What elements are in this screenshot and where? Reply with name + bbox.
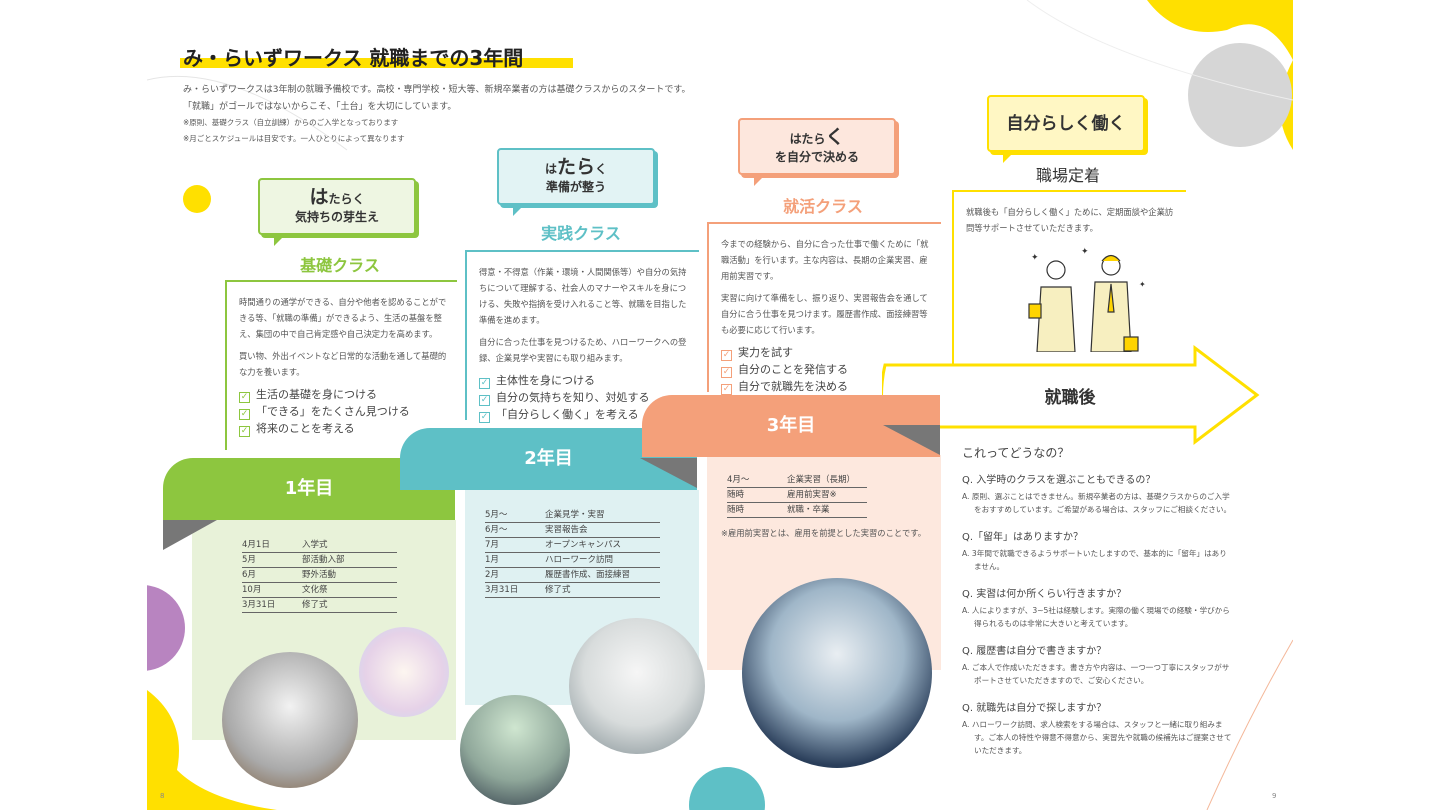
schedule-event: 文化祭 bbox=[302, 582, 397, 598]
svg-text:✦: ✦ bbox=[1081, 247, 1089, 257]
schedule-date: 2月 bbox=[485, 567, 545, 583]
business-people-illustration: ✦ ✦ ✦ bbox=[1028, 247, 1146, 353]
title-underline bbox=[180, 58, 573, 68]
fold bbox=[883, 425, 940, 455]
ceremony-photo bbox=[222, 652, 358, 788]
note-line: ※月ごとスケジュールは目安です。一人ひとりによって異なります bbox=[183, 134, 405, 143]
bubble-settle: 自分らしく働く bbox=[987, 95, 1145, 163]
faq-question: Q. 履歴書は自分で書きますか？ bbox=[962, 646, 1107, 657]
schedule-date: 5月～ bbox=[485, 508, 545, 523]
schedule-event: 企業実習（長期） bbox=[787, 473, 867, 488]
bubble-jissen: はたらく準備が整う bbox=[497, 148, 655, 216]
year3-banner: 3年目 bbox=[642, 395, 940, 457]
schedule-event: 修了式 bbox=[302, 597, 397, 613]
schedule-event: 雇用前実習※ bbox=[787, 487, 867, 503]
schedule-event: 履歴書作成、面接練習 bbox=[545, 567, 660, 583]
class-box-kiso: 時間通りの通学ができる、自分や他者を認めることができる等、「就職の準備」ができる… bbox=[225, 280, 457, 450]
schedule-event: 部活動入部 bbox=[302, 552, 397, 568]
class-label-jissen: 実践クラス bbox=[541, 224, 621, 243]
schedule-event: 修了式 bbox=[545, 582, 660, 598]
schedule-event: ハローワーク訪問 bbox=[545, 552, 660, 568]
schedule-row: 4月～企業実習（長期） bbox=[727, 473, 867, 488]
schedule-row: 3月31日修了式 bbox=[242, 597, 397, 613]
intro-line: み・らいずワークスは3年制の就職予備校です。高校・専門学校・短大等、新規卒業者の… bbox=[183, 85, 691, 95]
svg-text:✦: ✦ bbox=[1139, 280, 1146, 289]
page-number-right: 9 bbox=[1272, 792, 1277, 800]
schedule-row: 3月31日修了式 bbox=[485, 582, 660, 598]
class-box-shukatsu: 今までの経験から、自分に合った仕事で働くために「就職活動」を行います。主な内容は… bbox=[707, 222, 941, 395]
fold bbox=[163, 520, 217, 550]
faq-answer: A. 人によりますが、3~5社は経験します。実際の働く現場での経験・学びから得ら… bbox=[962, 606, 1230, 628]
page-title: み・らいずワークス 就職までの3年間 bbox=[183, 46, 524, 70]
settle-box: 就職後も「自分らしく働く」ために、定期面談や企業訪問等サポートさせていただきます… bbox=[952, 190, 1186, 365]
schedule-date: 随時 bbox=[727, 487, 787, 503]
schedule-event: 企業見学・実習 bbox=[545, 508, 660, 523]
page-number-left: 8 bbox=[160, 792, 165, 800]
schedule-event: 実習報告会 bbox=[545, 522, 660, 538]
schedule-date: 3月31日 bbox=[485, 582, 545, 598]
faq-answer: A. 原則、選ぶことはできません。新規卒業者の方は、基礎クラスからのご入学をおす… bbox=[962, 492, 1232, 514]
class-label-settle: 職場定着 bbox=[1035, 166, 1100, 185]
schedule-date: 10月 bbox=[242, 582, 302, 598]
fold bbox=[640, 458, 697, 488]
schedule-date: 5月 bbox=[242, 552, 302, 568]
schedule-date: 随時 bbox=[727, 502, 787, 518]
schedule-row: 7月オープンキャンパス bbox=[485, 537, 660, 553]
schedule-row: 6月～実習報告会 bbox=[485, 522, 660, 538]
schedule-event: 入学式 bbox=[302, 538, 397, 553]
faq-answer: A. ご本人で作成いただきます。書き方や内容は、一つ一つ丁寧にスタッフがサポート… bbox=[962, 663, 1230, 685]
schedule-date: 4月1日 bbox=[242, 538, 302, 553]
schedule-event: オープンキャンパス bbox=[545, 537, 660, 553]
schedule-date: 1月 bbox=[485, 552, 545, 568]
faq-answer: A. ハローワーク訪問、求人検索をする場合は、スタッフと一緒に取り組みます。ご本… bbox=[962, 720, 1232, 755]
schedule-date: 3月31日 bbox=[242, 597, 302, 613]
drawing-photo bbox=[359, 627, 449, 717]
group-photo bbox=[460, 695, 570, 805]
note-line: ※原則、基礎クラス（自立訓練）からのご入学となっております bbox=[183, 118, 399, 127]
schedule-row: 4月1日入学式 bbox=[242, 538, 397, 553]
schedule-row: 随時就職・卒業 bbox=[727, 502, 867, 518]
schedule-date: 4月～ bbox=[727, 473, 787, 488]
schedule-row: 随時雇用前実習※ bbox=[727, 487, 867, 503]
faq-title: これってどうなの？ bbox=[962, 446, 1070, 460]
faq-question: Q. 実習は何か所くらい行きますか？ bbox=[962, 589, 1127, 600]
schedule-event: 野外活動 bbox=[302, 567, 397, 583]
schedule-row: 1月ハローワーク訪問 bbox=[485, 552, 660, 568]
faq-answer: A. 3年間で就職できるようサポートいたしますので、基本的に「留年」はありません… bbox=[962, 549, 1227, 571]
schedule-date: 6月～ bbox=[485, 522, 545, 538]
schedule-row: 10月文化祭 bbox=[242, 582, 397, 598]
intro-line: 「就職」がゴールではないからこそ、「土台」を大切にしています。 bbox=[183, 102, 457, 112]
kitchen-work-photo bbox=[742, 578, 932, 768]
svg-text:✦: ✦ bbox=[1031, 253, 1039, 263]
schedule-date: 7月 bbox=[485, 537, 545, 553]
arrow-label: 就職後 bbox=[1044, 388, 1096, 408]
classroom-photo bbox=[569, 618, 705, 754]
schedule-row: 6月野外活動 bbox=[242, 567, 397, 583]
schedule-row: 5月部活動入部 bbox=[242, 552, 397, 568]
faq-question: Q. 就職先は自分で探しますか？ bbox=[962, 703, 1107, 714]
faq-question: Q.「留年」はありますか？ bbox=[962, 532, 1084, 543]
schedule-row: 5月～企業見学・実習 bbox=[485, 508, 660, 523]
faq-question: Q. 入学時のクラスを選ぶこともできるの？ bbox=[962, 475, 1156, 486]
schedule-date: 6月 bbox=[242, 567, 302, 583]
year3-note: ※雇用前実習とは、雇用を前提とした実習のことです。 bbox=[721, 528, 927, 538]
class-label-shukatsu: 就活クラス bbox=[783, 197, 863, 216]
bubble-shukatsu: はたらくを自分で決める bbox=[738, 118, 896, 186]
schedule-event: 就職・卒業 bbox=[787, 502, 867, 518]
bubble-kiso: はたらく気持ちの芽生え bbox=[258, 178, 416, 246]
class-box-jissen: 得意・不得意（作業・環境・人間関係等）や自分の気持ちについて理解する、社会人のマ… bbox=[465, 250, 699, 423]
faq-section: これってどうなの？ Q. 入学時のクラスを選ぶこともできるの？ A. 原則、選ぶこ… bbox=[962, 444, 1232, 769]
class-label-kiso: 基礎クラス bbox=[300, 256, 380, 275]
schedule-row: 2月履歴書作成、面接練習 bbox=[485, 567, 660, 583]
decorative-shapes bbox=[147, 0, 1293, 810]
year3-schedule: 4月～企業実習（長期）随時雇用前実習※随時就職・卒業 bbox=[727, 473, 867, 518]
